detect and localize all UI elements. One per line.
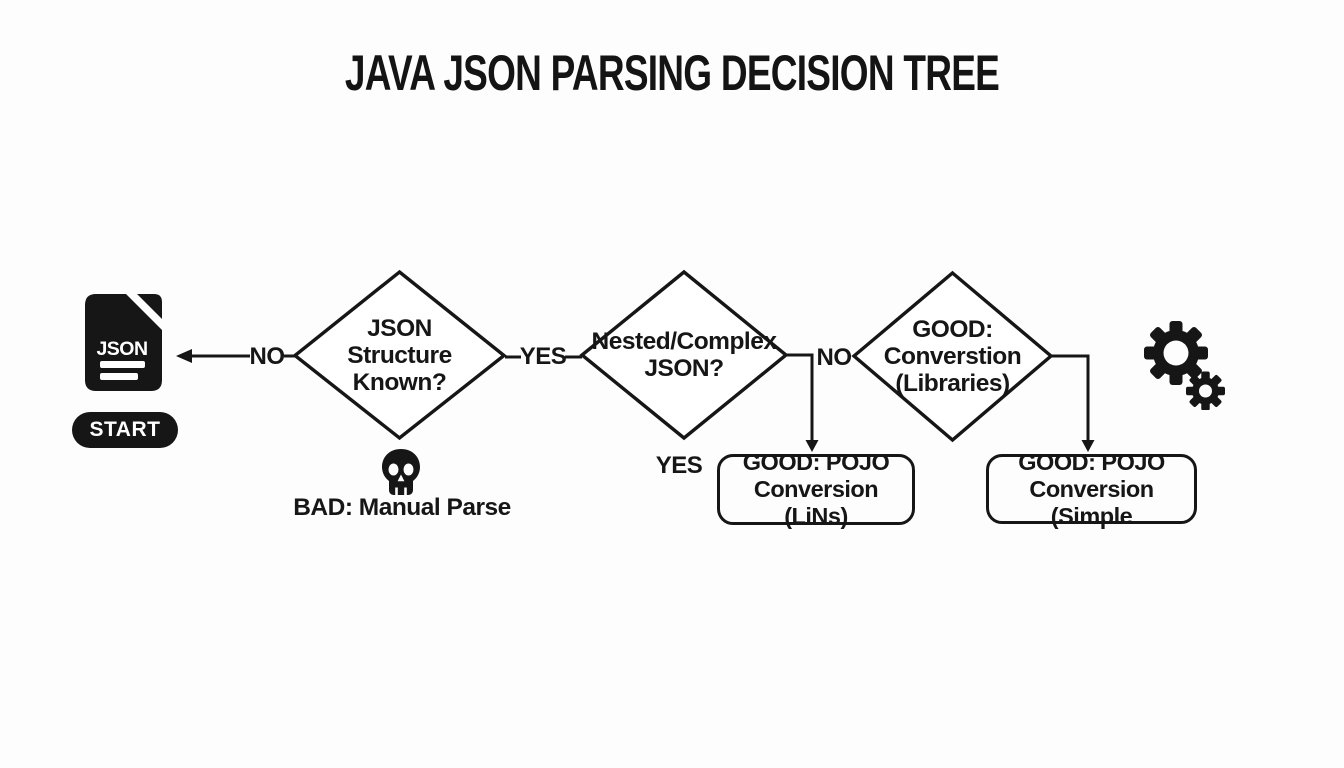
outcome-box-pojo-libs: GOOD: POJO Conversion (LiNs) [717, 449, 915, 529]
start-label: START [89, 418, 161, 441]
page-title: JAVA JSON PARSING DECISION TREE [344, 45, 1000, 101]
arrowhead-down-1 [805, 440, 819, 452]
gear-small [1186, 371, 1225, 410]
file-line-2 [100, 373, 138, 380]
file-icon-text: JSON [96, 338, 147, 360]
gear-large [1144, 321, 1208, 385]
skull-eye-left [388, 463, 399, 476]
gears-icon [1144, 321, 1225, 410]
skull-tooth-gap-1 [395, 487, 398, 497]
outcome-box-pojo-simple: GOOD: POJO Conversion (Simple [986, 449, 1197, 529]
edge-label-yes-1: YES [519, 343, 567, 370]
decision-3-label: GOOD: Converstion (Libraries) [883, 316, 1022, 397]
outcome-box-pojo-simple-label: GOOD: POJO Conversion (Simple [1018, 448, 1165, 529]
edge-label-yes-2: YES [655, 452, 703, 479]
outcome-box-pojo-libs-label: GOOD: POJO Conversion (LiNs) [742, 449, 890, 529]
edge-label-no-2: NO [816, 344, 853, 371]
decision-diamond-structure-known [292, 269, 507, 441]
decision-diamond-conversion-libraries [851, 270, 1054, 443]
arrowhead-down-2 [1081, 440, 1095, 452]
edge-d2-elbow [787, 353, 819, 452]
decision-diamond-nested-complex [579, 269, 789, 441]
skull-tooth-gap-2 [404, 487, 407, 497]
bad-outcome-label: BAD: Manual Parse [293, 494, 511, 521]
edge-d3-elbow [1051, 354, 1095, 452]
skull-nose [397, 474, 405, 482]
gear-large-hole [1163, 340, 1189, 366]
skull-icon [382, 449, 420, 497]
edge-label-no-1: NO [249, 343, 286, 370]
skull-head [382, 449, 420, 495]
decision-1-label: JSON Structure Known? [347, 314, 452, 396]
skull-eye-right [403, 463, 414, 476]
file-fold-corner [137, 294, 162, 319]
gear-small-hole [1199, 384, 1212, 398]
file-line-1 [100, 361, 145, 368]
json-file-icon: JSON [85, 294, 162, 391]
decision-2-label: Nested/Complex JSON? [591, 328, 777, 382]
start-badge: START [72, 412, 178, 448]
arrowhead-left [176, 349, 192, 363]
